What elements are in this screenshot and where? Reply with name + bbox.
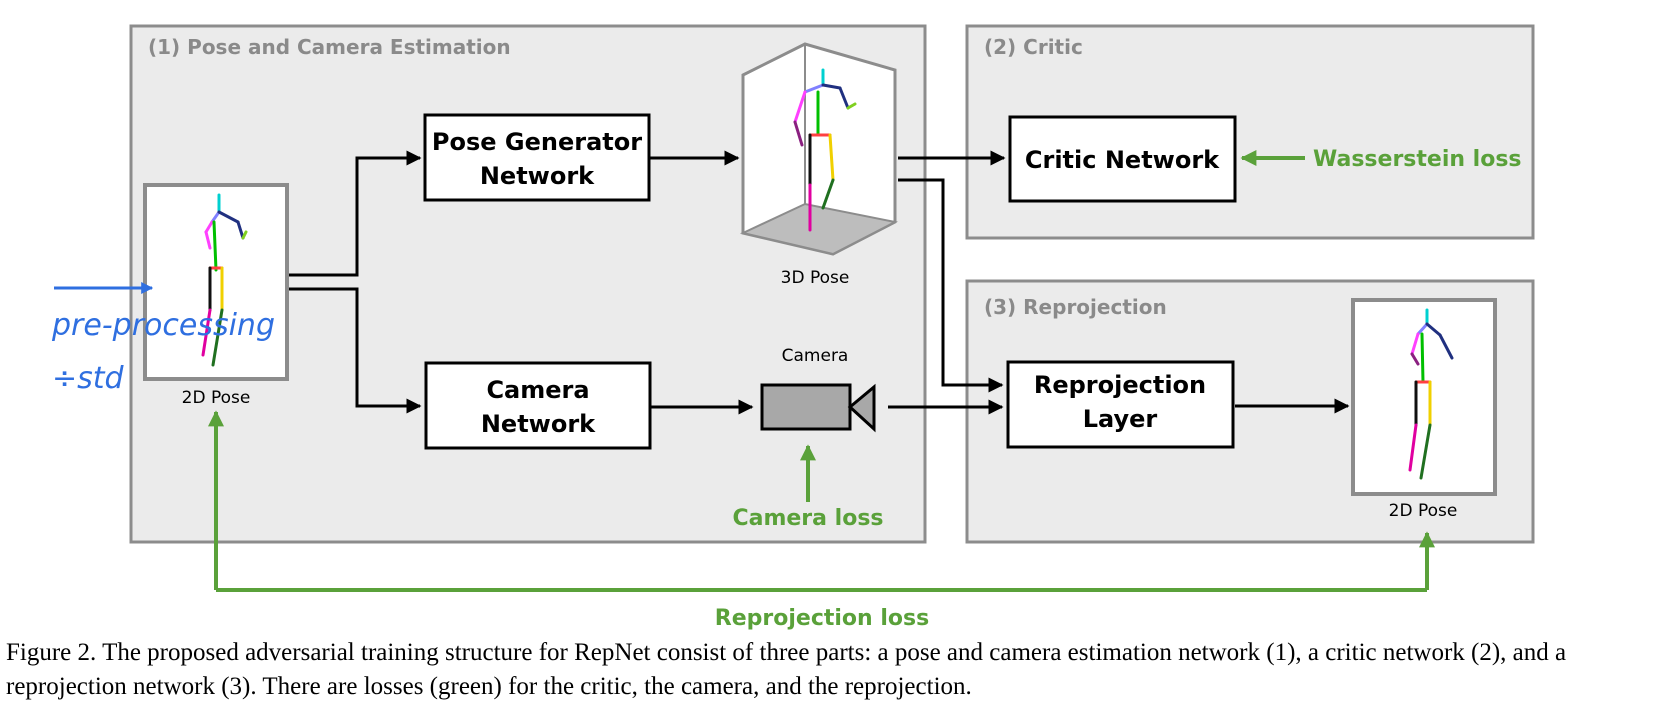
handwritten-annotation: pre-processing ÷std — [51, 282, 275, 396]
reprojection-layer-label-line1: Reprojection — [1034, 371, 1206, 399]
output-2d-pose-label: 2D Pose — [1389, 501, 1458, 521]
critic-network-box: Critic Network — [1008, 115, 1237, 203]
stick-figure-3d — [793, 68, 857, 232]
camera-network-label-line2: Network — [481, 410, 596, 438]
figure-caption: Figure 2. The proposed adversarial train… — [6, 639, 1567, 700]
arrow-3d-pose-to-reprojection — [898, 178, 1004, 393]
panel-title-critic: (2) Critic — [984, 35, 1083, 59]
annotation-line2: ÷std — [52, 361, 125, 396]
diagram: (1) Pose and Camera Estimation (2) Criti… — [51, 24, 1535, 630]
critic-network-label: Critic Network — [1025, 146, 1220, 174]
camera-icon: Camera — [760, 346, 876, 433]
pose-generator-box: Pose Generator Network — [423, 113, 651, 202]
loss-arrows: Wasserstein loss Camera loss Reprojectio… — [208, 147, 1522, 630]
pose-3d-label: 3D Pose — [781, 268, 850, 288]
output-2d-pose: 2D Pose — [1351, 298, 1497, 521]
reprojection-loss-label: Reprojection loss — [715, 606, 929, 630]
panel-title-pose-camera: (1) Pose and Camera Estimation — [148, 35, 511, 59]
arrow-input-to-camera-network — [289, 287, 422, 414]
stick-figure-2d-output — [1408, 308, 1454, 480]
reprojection-layer-label-line2: Layer — [1083, 405, 1158, 433]
input-2d-pose: 2D Pose — [143, 183, 289, 408]
flow-arrows — [289, 150, 1350, 415]
camera-label: Camera — [782, 346, 849, 366]
annotation-line1: pre-processing — [51, 308, 275, 343]
panel-title-reprojection: (3) Reprojection — [984, 295, 1167, 319]
camera-network-label-line1: Camera — [486, 376, 589, 404]
pose-3d-view: 3D Pose — [739, 42, 898, 288]
reprojection-layer-box: Reprojection Layer — [1006, 360, 1235, 449]
pose-generator-label-line2: Network — [480, 162, 595, 190]
camera-loss-label: Camera loss — [732, 506, 883, 531]
pose-generator-label-line1: Pose Generator — [432, 128, 642, 156]
camera-network-box: Camera Network — [424, 361, 652, 450]
wasserstein-loss-label: Wasserstein loss — [1313, 147, 1522, 172]
arrow-input-to-pose-generator — [289, 150, 422, 277]
stick-figure-2d-input — [201, 193, 248, 367]
input-2d-pose-label: 2D Pose — [182, 388, 251, 408]
